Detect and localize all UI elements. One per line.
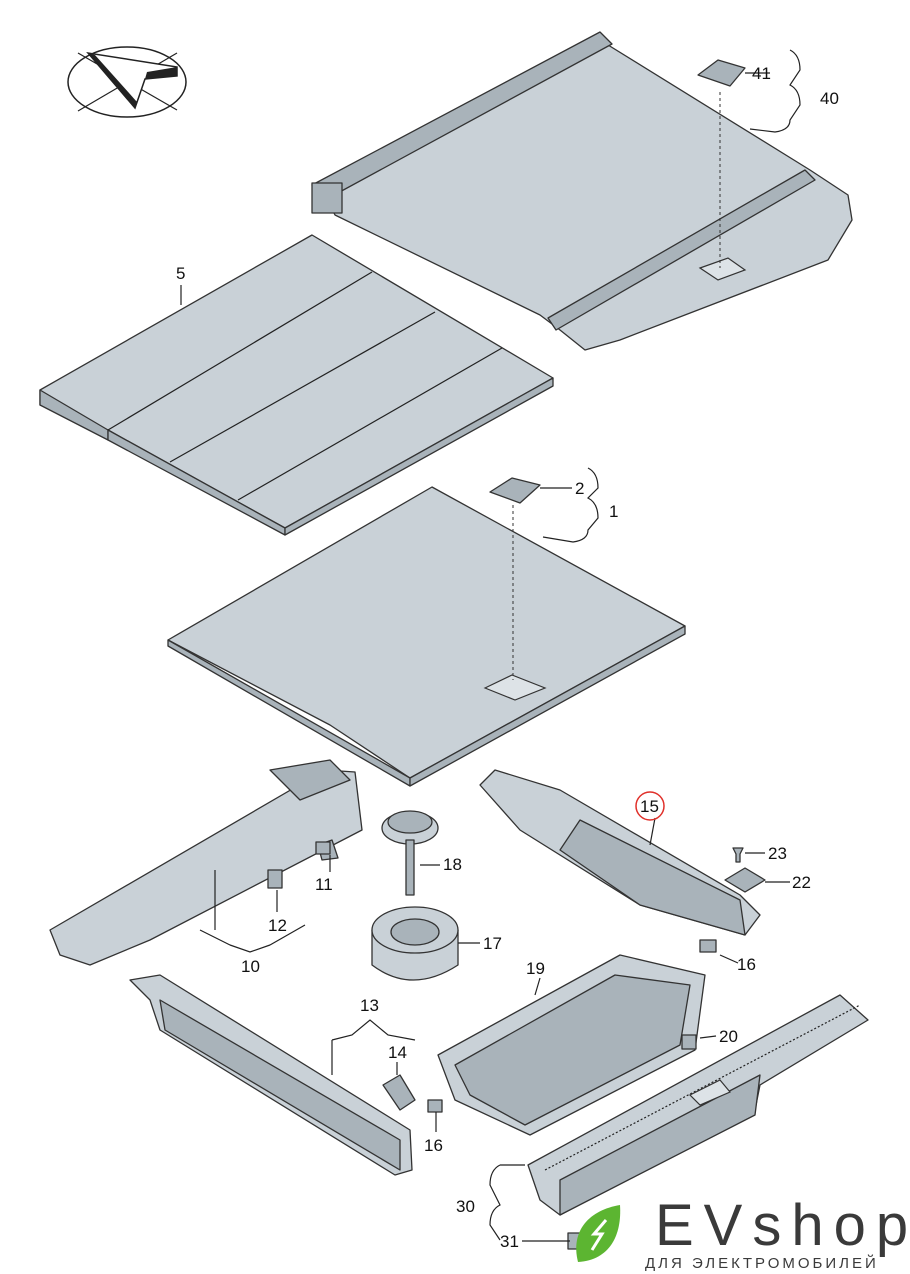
part-lower-trim-left[interactable]: [129, 974, 413, 1176]
part-side-trim-left[interactable]: [49, 759, 363, 966]
callout-5[interactable]: 5: [176, 264, 185, 283]
part-screw-23[interactable]: [732, 847, 744, 863]
callout-10[interactable]: 10: [241, 957, 260, 976]
leader-lines: [180, 49, 801, 1242]
part-luggage-cover[interactable]: [311, 31, 853, 351]
callout-1[interactable]: 1: [609, 502, 618, 521]
callout-16-left[interactable]: 16: [424, 1136, 443, 1155]
logo-name: EVshop: [655, 1193, 910, 1258]
callout-16-right[interactable]: 16: [737, 955, 756, 974]
part-clip-11[interactable]: [315, 841, 331, 855]
part-side-trim-right[interactable]: [479, 769, 761, 936]
orientation-compass-icon: [67, 46, 187, 118]
callout-22[interactable]: 22: [792, 873, 811, 892]
evshop-logo: EVshop ДЛЯ ЭЛЕКТРОМОБИЛЕЙ: [576, 1193, 910, 1272]
callout-13[interactable]: 13: [360, 996, 379, 1015]
callout-20[interactable]: 20: [719, 1027, 738, 1046]
part-clip-16-right[interactable]: [699, 939, 717, 953]
part-screw-20[interactable]: [681, 1034, 697, 1050]
part-cap-14[interactable]: [382, 1074, 416, 1111]
part-jack-holder[interactable]: [371, 906, 459, 981]
callout-30[interactable]: 30: [456, 1197, 475, 1216]
part-floor-panel-folding[interactable]: [39, 234, 554, 536]
part-clip-22[interactable]: [724, 867, 766, 893]
logo-tagline: ДЛЯ ЭЛЕКТРОМОБИЛЕЙ: [645, 1254, 879, 1272]
part-storage-tray[interactable]: [437, 954, 706, 1136]
callout-12[interactable]: 12: [268, 916, 287, 935]
callout-14[interactable]: 14: [388, 1043, 407, 1062]
part-tensioning-screw[interactable]: [381, 810, 439, 896]
part-clip-16-left[interactable]: [427, 1099, 443, 1113]
callout-2[interactable]: 2: [575, 479, 584, 498]
callout-40[interactable]: 40: [820, 89, 839, 108]
part-floor-covering[interactable]: [167, 477, 686, 787]
callout-18[interactable]: 18: [443, 855, 462, 874]
part-loading-sill-trim[interactable]: [527, 994, 869, 1216]
highlight-circle: [635, 791, 665, 821]
callout-11[interactable]: 11: [315, 875, 333, 894]
callout-23[interactable]: 23: [768, 844, 787, 863]
callout-17[interactable]: 17: [483, 934, 502, 953]
callout-15[interactable]: 15: [640, 797, 659, 816]
callout-19[interactable]: 19: [526, 959, 545, 978]
callout-41[interactable]: 41: [752, 64, 771, 83]
callout-31[interactable]: 31: [500, 1232, 519, 1251]
